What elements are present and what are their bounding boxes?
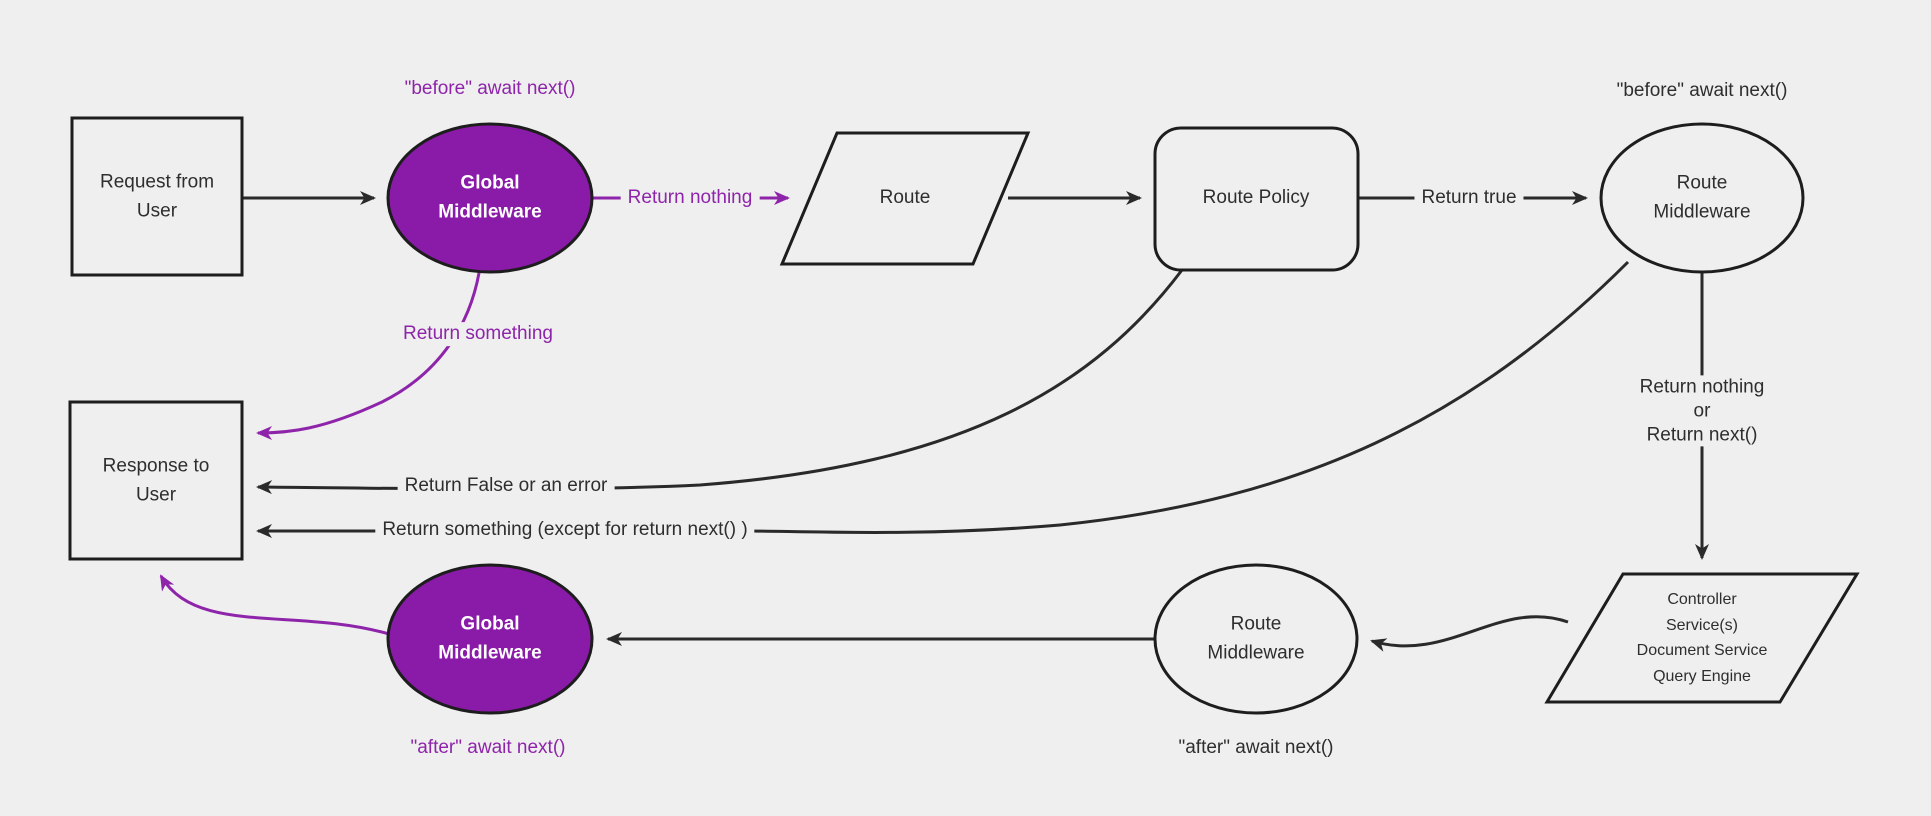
- edge-label-return-true: Return true: [1414, 186, 1524, 210]
- edge-return-false: [256, 269, 1184, 495]
- node-route-policy: [1153, 126, 1360, 272]
- node-label-route-middleware-top: Route Middleware: [1653, 172, 1751, 223]
- node-label-route-middleware-bottom: Route Middleware: [1207, 613, 1305, 664]
- edge-label-return-nothing-or-next: Return nothing or Return next(): [1632, 375, 1772, 447]
- node-label-route-policy: Route Policy: [1202, 186, 1310, 208]
- node-response-to-user: [68, 400, 244, 561]
- edge-label-return-something: Return something: [396, 322, 560, 346]
- node-request-from-user: [70, 116, 244, 277]
- node-label-controller-services: Controller Service(s) Document Service Q…: [1636, 590, 1768, 685]
- edge-label-before-await-next-right: "before" await next(): [1616, 79, 1788, 101]
- node-global-middleware-bottom: [386, 563, 594, 715]
- node-global-middleware-top: [386, 122, 594, 274]
- node-label-global-middleware-bottom: Global Middleware: [438, 613, 542, 664]
- edge-return-something-except: [256, 260, 1630, 538]
- node-label-global-middleware-top: Global Middleware: [438, 172, 542, 223]
- edge-label-after-await-next-middle: "after" await next(): [1178, 736, 1334, 758]
- edge-controller-to-route-middleware-bottom: [1370, 615, 1569, 652]
- node-route-middleware-top: [1599, 122, 1805, 274]
- edge-label-return-false-or-error: Return False or an error: [397, 474, 615, 498]
- edge-label-after-await-next-left: "after" await next(): [410, 736, 566, 758]
- node-label-response-to-user: Response to User: [102, 455, 210, 506]
- node-label-request-from-user: Request from User: [99, 171, 215, 222]
- edge-label-before-await-next-left: "before" await next(): [404, 77, 576, 99]
- node-label-route: Route: [879, 186, 931, 208]
- edge-label-return-something-except: Return something (except for return next…: [375, 518, 755, 542]
- node-controller-services: [1544, 572, 1860, 704]
- node-route: [779, 131, 1031, 266]
- node-route-middleware-bottom: [1153, 563, 1359, 715]
- edge-global-middleware-bottom-to-response: [159, 574, 390, 636]
- edge-label-return-nothing: Return nothing: [620, 186, 760, 210]
- edge-return-something: [256, 272, 481, 440]
